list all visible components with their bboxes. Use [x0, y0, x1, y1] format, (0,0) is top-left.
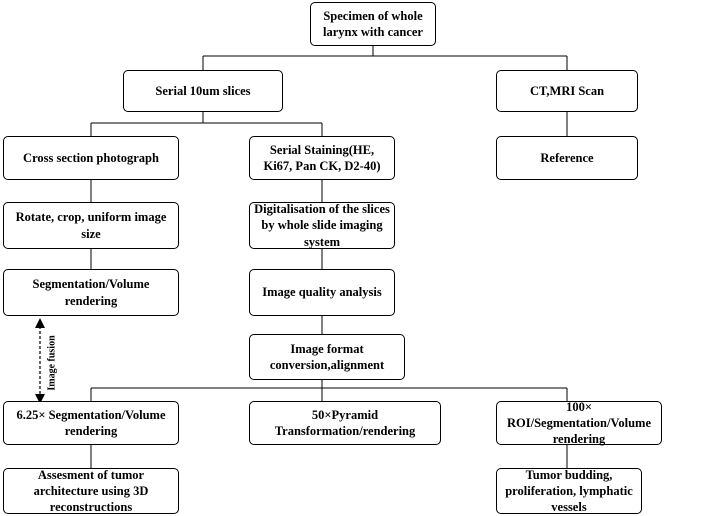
reference-label: Reference [540, 150, 594, 165]
format-conversion-label: Image format conversion,alignment [269, 341, 385, 372]
tumor-budding-box: Tumor budding, proliferation, lymphatic … [496, 468, 642, 514]
seg-625-label: 6.25× Segmentation/Volume rendering [16, 407, 166, 438]
seg-625-box: 6.25× Segmentation/Volume rendering [3, 401, 179, 445]
serial-staining-label: Serial Staining(HE, Ki67, Pan CK, D2-40) [263, 142, 381, 173]
rotate-crop-label: Rotate, crop, uniform image size [15, 210, 167, 241]
ct-mri-label: CT,MRI Scan [529, 83, 605, 98]
serial-slices-box: Serial 10um slices [123, 70, 283, 112]
pyramid-50-label: 50×Pyramid Transformation/rendering [274, 407, 416, 438]
cross-section-label: Cross section photograph [23, 150, 159, 165]
roi-100-label: 100× ROI/Segmentation/Volume rendering [507, 399, 651, 447]
digitalisation-label: Digitalisation of the slices by whole sl… [254, 202, 390, 249]
image-fusion-arrow [35, 318, 45, 404]
roi-100-box: 100× ROI/Segmentation/Volume rendering [496, 399, 662, 447]
serial-staining-box: Serial Staining(HE, Ki67, Pan CK, D2-40) [249, 136, 395, 180]
serial-slices-label: Serial 10um slices [155, 83, 251, 98]
tumor-architecture-label: Assesment of tumor architecture using 3D… [33, 467, 149, 515]
rotate-crop-box: Rotate, crop, uniform image size [3, 202, 179, 249]
specimen-box: Specimen of whole larynx with cancer [310, 2, 436, 46]
image-quality-label: Image quality analysis [262, 285, 382, 300]
pyramid-50-box: 50×Pyramid Transformation/rendering [249, 401, 441, 445]
specimen-label: Specimen of whole larynx with cancer [323, 8, 423, 39]
ct-mri-box: CT,MRI Scan [496, 70, 638, 112]
image-quality-box: Image quality analysis [249, 269, 395, 316]
reference-box: Reference [496, 136, 638, 180]
digitalisation-box: Digitalisation of the slices by whole sl… [249, 202, 395, 249]
tumor-architecture-box: Assesment of tumor architecture using 3D… [3, 468, 179, 514]
segmentation-volume-label: Segmentation/Volume rendering [32, 277, 150, 308]
segmentation-volume-box: Segmentation/Volume rendering [3, 269, 179, 316]
tumor-budding-label: Tumor budding, proliferation, lymphatic … [505, 467, 633, 515]
format-conversion-box: Image format conversion,alignment [249, 334, 405, 380]
cross-section-box: Cross section photograph [3, 136, 179, 180]
